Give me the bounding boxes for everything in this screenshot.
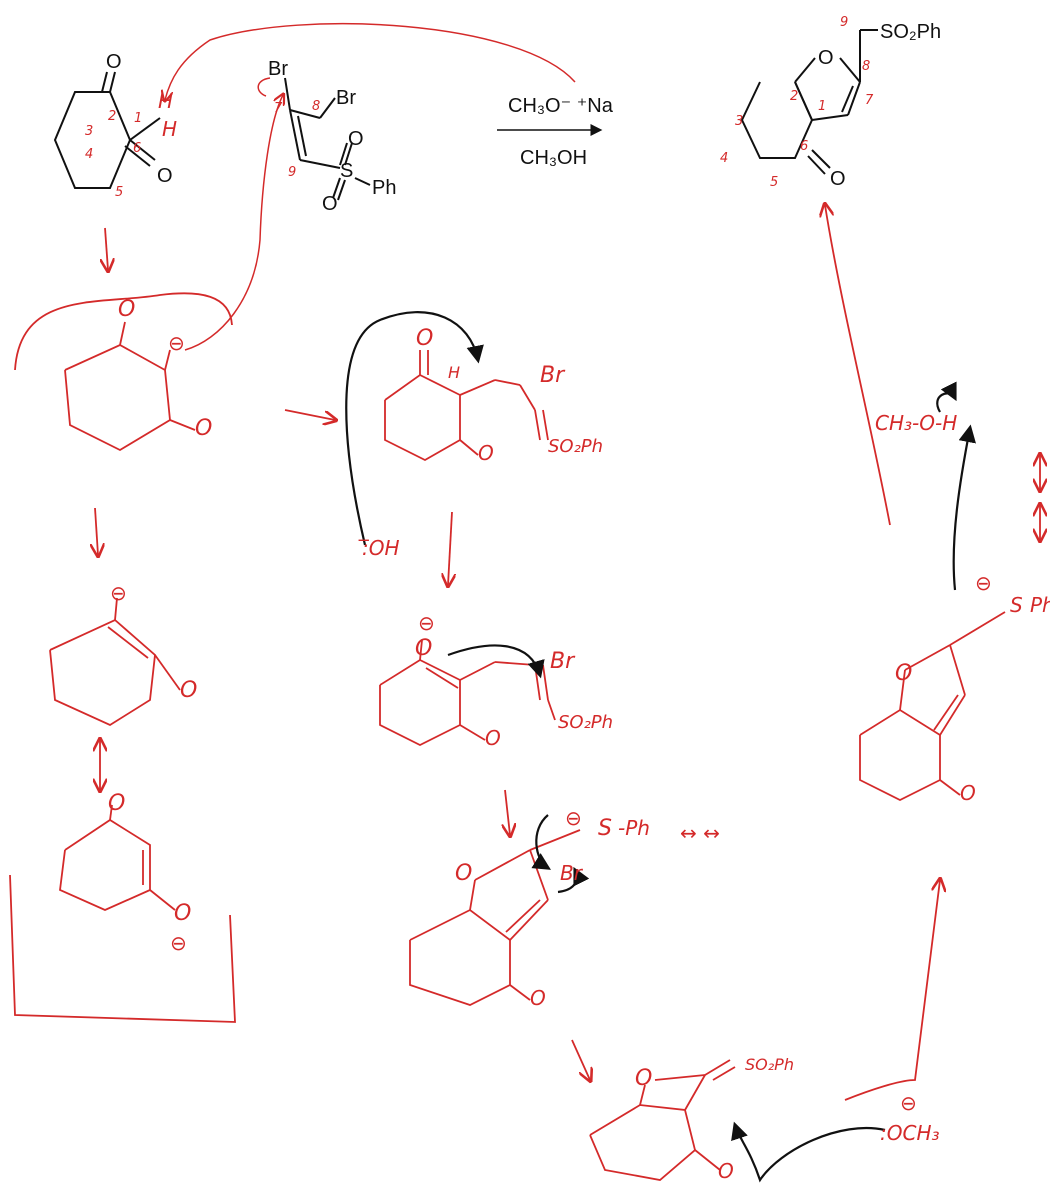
product-num-8: 8 — [862, 59, 870, 74]
product-sulfonyl-label: SO₂Ph — [880, 21, 941, 43]
sm2-oxygen-2: O — [322, 193, 338, 215]
alkylated-hydrogen: H — [448, 363, 460, 382]
sm1-num-3: 3 — [85, 124, 93, 139]
product-num-9: 9 — [840, 15, 848, 30]
product-ring-oxygen: O — [818, 47, 834, 69]
enolate-charge-2: ⊖ — [110, 581, 127, 605]
alkylated-sulfonyl: SO₂Ph — [548, 436, 603, 457]
reagent-solvent-label: CH₃OH — [520, 147, 587, 169]
hydroxide-label: :̅OH — [358, 536, 400, 560]
sm1-hydrogen-2: H — [162, 117, 177, 141]
sm2-sulfur: S — [340, 160, 353, 182]
carbanion-charge: ⊖ — [975, 571, 992, 595]
sm2-num-8: 8 — [312, 99, 320, 114]
cyclized-phenyl: -Ph — [618, 816, 650, 840]
cyclized-sulfur: S — [598, 816, 612, 841]
product-num-7: 7 — [865, 93, 874, 108]
allene-oxygen: O — [635, 1066, 652, 1091]
sm2-num-7: 7 — [274, 101, 283, 116]
final-ring-oxygen: O — [895, 661, 912, 686]
product-num-6: 6 — [800, 139, 808, 154]
cyclized-charge: ⊖ — [565, 806, 582, 830]
sm1-num-1: 1 — [134, 111, 142, 126]
enolate-charge-3: ⊖ — [170, 931, 187, 955]
methoxide-charge: ⊖ — [900, 1091, 917, 1115]
sm1-num-5: 5 — [115, 185, 123, 200]
enolate-oxygen-1: O — [118, 297, 135, 322]
alkylated-oxygen: O — [478, 441, 494, 465]
cyclized-ketone-oxygen: O — [530, 986, 546, 1010]
allene-ketone-oxygen: O — [718, 1159, 734, 1183]
vinyl-enolate-oxygen: O — [415, 636, 432, 661]
mechanism-drawing — [9, 205, 1040, 1181]
methoxide-label: :OCH₃ — [880, 1121, 940, 1145]
sm2-vinyl-sulfone — [284, 77, 371, 201]
electron-push-arrows — [345, 311, 976, 1183]
cyclized-bromine: Br — [560, 861, 584, 885]
vinyl-enolate-charge: ⊖ — [418, 611, 435, 635]
sm1-oxygen-right: O — [157, 165, 173, 187]
sm2-oxygen-1: O — [348, 128, 364, 150]
enolate-oxygen-2: O — [195, 416, 212, 441]
final-ketone-oxygen: O — [960, 781, 976, 805]
sm1-oxygen-top: O — [106, 51, 122, 73]
enolate-charge-1: ⊖ — [168, 331, 185, 355]
enolate-oxygen-5: O — [174, 901, 191, 926]
product-num-4: 4 — [720, 151, 728, 166]
product-num-2: 2 — [790, 89, 798, 104]
vinyl-ketone-oxygen: O — [485, 726, 501, 750]
bromide-leaving-arrow — [257, 77, 271, 97]
sm2-bromine-2: Br — [336, 87, 356, 109]
product-ketone-oxygen: O — [830, 168, 846, 190]
sm1-num-2: 2 — [108, 109, 116, 124]
methanol-label: CH₃-O-H — [875, 411, 957, 435]
final-sulfur: S — [1010, 593, 1023, 617]
alkylation-arrow — [184, 95, 283, 351]
sm1-num-6: 6 — [133, 141, 141, 156]
enolate-oxygen-3: O — [180, 678, 197, 703]
sm1-num-4: 4 — [85, 147, 93, 162]
sm1-hydrogen-1: H — [158, 89, 173, 113]
sm2-bromine-1: Br — [268, 58, 288, 80]
product-num-3: 3 — [735, 114, 743, 129]
enolate-oxygen-4: O — [108, 791, 125, 816]
vinyl-bromine: Br — [550, 649, 576, 674]
alkylated-bromine: Br — [540, 363, 566, 388]
reagent-base-label: CH₃O⁻ ⁺Na — [508, 95, 614, 117]
resonance-arrows-label: ↔ ↔ — [680, 821, 720, 845]
deprotonation-arrow — [165, 22, 576, 100]
cyclized-ring-oxygen: O — [455, 861, 472, 886]
final-phenyl: Ph — [1030, 593, 1050, 617]
alkylated-top-oxygen: O — [416, 326, 433, 351]
product-furanone — [740, 29, 878, 175]
sm2-num-9: 9 — [288, 165, 296, 180]
sm2-phenyl: Ph — [372, 177, 396, 199]
vinyl-sulfonyl: SO₂Ph — [558, 712, 613, 733]
product-num-5: 5 — [770, 175, 778, 190]
allene-sulfonyl: SO₂Ph — [745, 1055, 794, 1074]
sm1-dione — [53, 71, 161, 189]
product-num-1: 1 — [818, 99, 826, 114]
